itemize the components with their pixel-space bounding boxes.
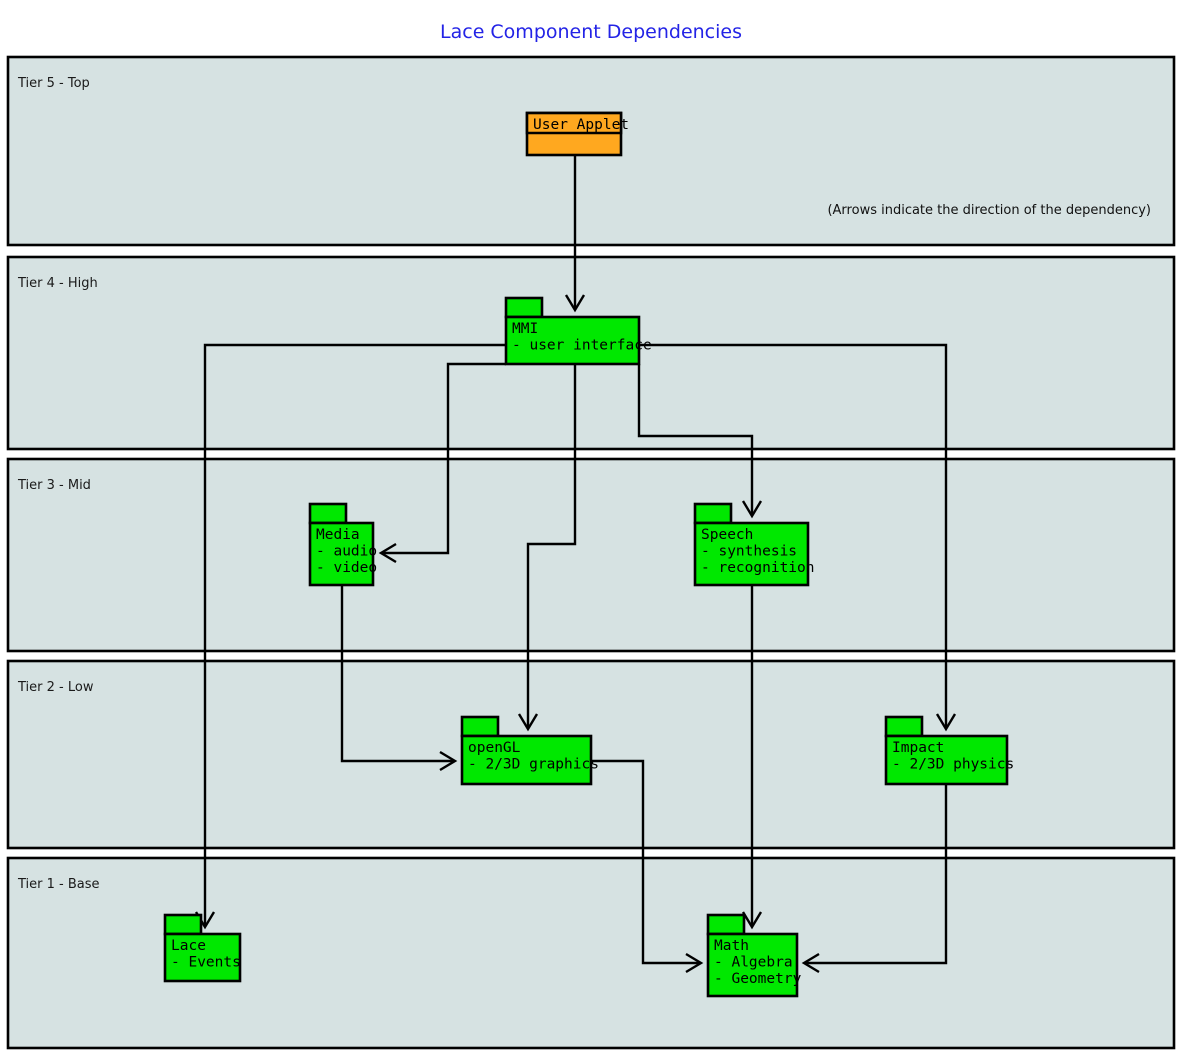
dependency-mmi-to-media — [378, 362, 506, 564]
package-media[interactable]: Media- audio- video — [308, 502, 377, 587]
package-tab — [163, 913, 203, 936]
arrow-head-icon — [801, 952, 820, 974]
package-tab — [460, 715, 500, 738]
package-user-applet[interactable]: User Applet — [525, 111, 629, 157]
page-title: Lace Component Dependencies — [440, 21, 742, 43]
connector-line — [639, 343, 948, 728]
package-detail-label: - 2/3D physics — [892, 757, 1014, 773]
dependency-speech-to-math — [741, 585, 763, 930]
package-mmi[interactable]: MMI- user interface — [504, 296, 652, 366]
arrow-head-icon — [935, 713, 957, 732]
package-name-label: MMI — [512, 321, 538, 337]
package-body — [504, 315, 641, 366]
package-math[interactable]: Math- Algebra- Geometry — [706, 913, 802, 998]
tier-label: Tier 2 - Low — [17, 680, 94, 695]
dependency-media-to-opengl — [340, 585, 458, 772]
package-name-label: Lace — [171, 938, 206, 954]
package-detail-label: - recognition — [701, 560, 815, 576]
tier-label: Tier 4 - High — [17, 276, 98, 291]
package-tab — [884, 715, 924, 738]
package-speech[interactable]: Speech- synthesis- recognition — [693, 502, 815, 587]
package-opengl[interactable]: openGL- 2/3D graphics — [460, 715, 599, 786]
package-tab — [693, 502, 733, 525]
package-body — [460, 734, 593, 786]
connector-line — [591, 759, 700, 965]
arrow-direction-note: (Arrows indicate the direction of the de… — [827, 203, 1151, 218]
dependency-opengl-to-math — [591, 759, 704, 974]
package-body — [884, 734, 1009, 786]
package-detail-label: - Events — [171, 955, 241, 971]
package-detail-label: - audio — [316, 544, 377, 560]
dependency-user-applet-to-mmi — [564, 155, 586, 313]
tier-band-rect — [6, 255, 1176, 451]
arrow-head-icon — [741, 911, 763, 930]
connector-line — [805, 784, 948, 965]
package-body — [693, 521, 810, 587]
tier-label: Tier 5 - Top — [17, 76, 90, 91]
package-name-label: Math — [714, 938, 749, 954]
package-name-label: User Applet — [533, 117, 629, 133]
tier-band-tier3: Tier 3 - Mid — [6, 457, 1176, 653]
connector-line — [526, 364, 577, 728]
connector-line — [203, 343, 506, 926]
package-detail-label: - Geometry — [714, 971, 802, 987]
package-lace[interactable]: Lace- Events — [163, 913, 242, 983]
package-tab — [504, 296, 544, 319]
arrow-head-icon — [741, 500, 763, 519]
package-body — [163, 932, 242, 983]
package-body — [706, 932, 799, 998]
package-tab — [706, 913, 746, 936]
package-detail-label: - 2/3D graphics — [468, 757, 599, 773]
package-detail-label: - synthesis — [701, 544, 797, 560]
dependency-connector-group — [194, 155, 957, 974]
dependency-mmi-to-speech — [637, 364, 763, 519]
tier-band-tier4: Tier 4 - High — [6, 255, 1176, 451]
connector-line — [340, 585, 454, 763]
package-detail-label: - Algebra — [714, 955, 793, 971]
package-detail-label: - video — [316, 560, 377, 576]
package-name-label: Impact — [892, 740, 944, 756]
arrow-head-icon — [378, 542, 397, 564]
package-name-label: openGL — [468, 740, 521, 756]
dependency-mmi-to-impact — [639, 343, 957, 732]
tier-band-rect — [6, 457, 1176, 653]
package-name-label: Speech — [701, 527, 753, 543]
package-detail-label: - user interface — [512, 338, 652, 354]
arrow-head-icon — [517, 713, 539, 732]
arrow-head-icon — [564, 294, 586, 313]
package-body — [308, 521, 375, 587]
package-tab — [308, 502, 348, 525]
dependency-impact-to-math — [801, 784, 948, 974]
connector-line — [382, 362, 506, 555]
tier-label: Tier 1 - Base — [17, 877, 100, 892]
package-impact[interactable]: Impact- 2/3D physics — [884, 715, 1014, 786]
arrow-head-icon — [685, 952, 704, 974]
tier-label: Tier 3 - Mid — [17, 478, 91, 493]
package-name-label: Media — [316, 527, 360, 543]
dependency-mmi-to-opengl — [517, 364, 577, 732]
connector-line — [637, 364, 754, 515]
arrow-head-icon — [439, 750, 458, 772]
